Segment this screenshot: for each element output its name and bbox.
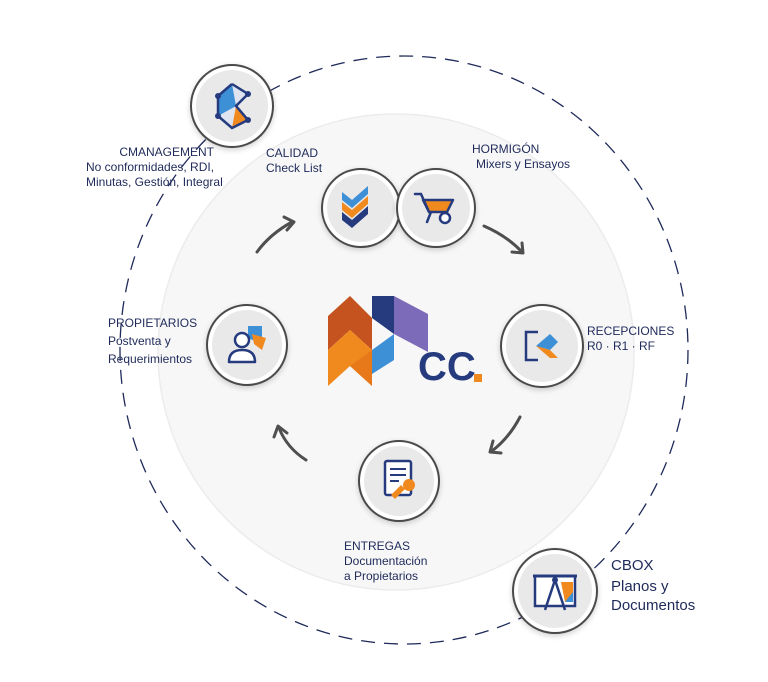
wheelbarrow-icon — [413, 192, 455, 225]
arrow-propietarios-to-calidad-head — [282, 215, 296, 232]
cmanagement-label: CMANAGEMENT No conformidades, RDI, Minut… — [86, 145, 223, 190]
reception-icon — [524, 330, 558, 362]
cbox-node[interactable] — [512, 548, 598, 634]
calidad-line-1: Check List — [266, 161, 323, 175]
cmanagement-line-1: No conformidades, RDI, — [86, 160, 215, 174]
recepciones-title: RECEPCIONES — [587, 324, 675, 338]
logo-text: CC — [418, 345, 476, 389]
hormigon-label: HORMIGÓN Mixers y Ensayos — [472, 142, 570, 172]
arrow-recepciones-to-entregas-head — [488, 439, 503, 455]
recepciones-line-1: R0 · R1 · RF — [587, 339, 656, 353]
entregas-node[interactable] — [358, 440, 440, 522]
propietarios-line-1: Postventa y — [108, 334, 171, 348]
propietarios-node[interactable] — [206, 304, 288, 386]
calidad-title: CALIDAD — [266, 146, 319, 160]
hormigon-line-1: Mixers y Ensayos — [476, 157, 571, 171]
arrow-propietarios-to-calidad — [255, 220, 294, 254]
arrow-recepciones-to-entregas — [490, 415, 522, 453]
cmanagement-node[interactable] — [190, 64, 274, 148]
cmanagement-line-2: Minutas, Gestión, Integral — [86, 175, 223, 189]
cbox-label: CBOX Planos y Documentos — [611, 556, 695, 615]
blueprint-icon — [533, 574, 577, 611]
arrow-entregas-to-propietarios-head — [272, 424, 289, 439]
cbox-line-1: Planos y — [611, 578, 669, 595]
cc-logo-icon — [328, 296, 428, 386]
outer-dashed-circle — [119, 55, 689, 645]
cbox-title: CBOX — [611, 557, 654, 574]
cmanagement-title: CMANAGEMENT — [119, 145, 214, 159]
calidad-label: CALIDAD Check List — [266, 146, 322, 176]
arrow-calidad-to-hormigon — [482, 224, 524, 254]
entregas-label: ENTREGAS Documentación a Propietarios — [344, 539, 427, 584]
recepciones-label: RECEPCIONES R0 · R1 · RF — [587, 324, 674, 354]
arrow-calidad-to-hormigon-head — [510, 241, 525, 255]
entregas-line-1: Documentación — [344, 554, 428, 568]
logo-dot — [474, 374, 482, 382]
recepciones-node[interactable] — [500, 304, 584, 388]
propietarios-line-2: Requerimientos — [108, 352, 193, 366]
document-key-icon — [383, 459, 415, 499]
cycle-arrows — [255, 215, 525, 462]
hormigon-node[interactable] — [396, 168, 476, 248]
calidad-node[interactable] — [321, 168, 401, 248]
cmanagement-icon — [215, 82, 251, 130]
propietarios-label: PROPIETARIOS Postventa y Requerimientos — [108, 316, 197, 367]
cbox-line-2: Documentos — [611, 597, 696, 614]
propietarios-title: PROPIETARIOS — [108, 316, 198, 330]
arrow-entregas-to-propietarios — [277, 426, 308, 462]
entregas-line-2: a Propietarios — [344, 569, 419, 583]
entregas-title: ENTREGAS — [344, 539, 411, 553]
checklist-icon — [342, 186, 368, 228]
user-icon — [227, 326, 266, 364]
hormigon-title: HORMIGÓN — [472, 142, 540, 156]
